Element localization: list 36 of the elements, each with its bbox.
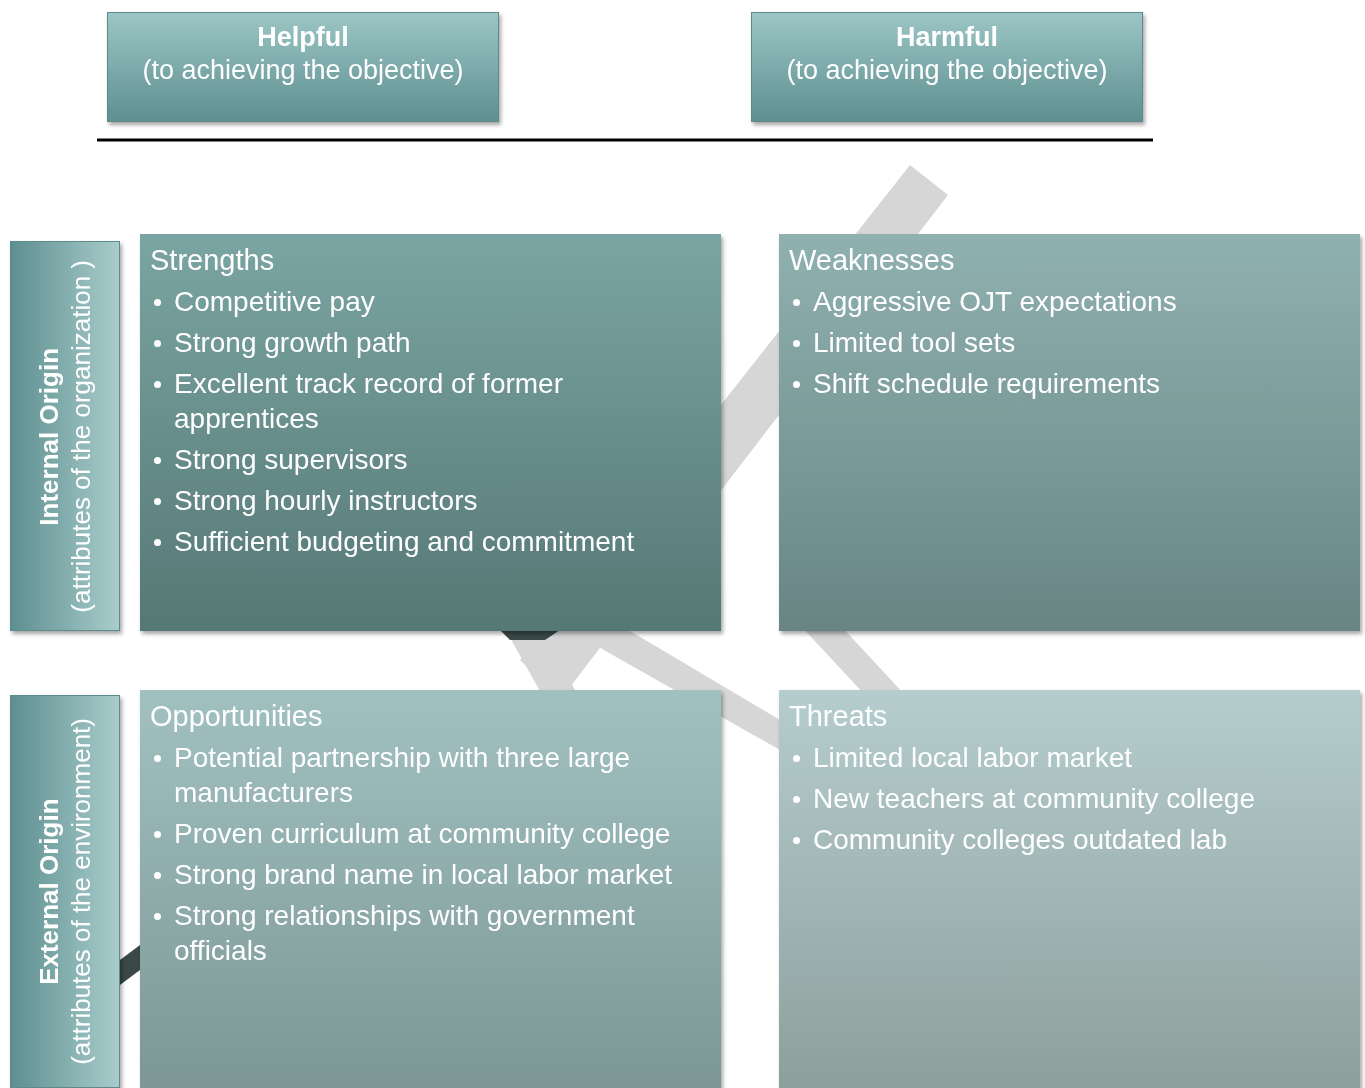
- list-item: Proven curriculum at community college: [174, 817, 672, 851]
- row-heading: Internal Origin: [33, 346, 65, 527]
- list-item: Strong supervisors: [174, 443, 409, 477]
- column-heading: Helpful: [256, 21, 350, 54]
- row-header-band: [10, 241, 120, 631]
- quadrant-panel: [140, 690, 721, 1088]
- list-item: Strong growth path: [174, 326, 412, 360]
- list-item: Strong hourly instructors: [174, 484, 479, 518]
- quadrant-panel: [779, 690, 1360, 1088]
- list-item: Potential partnership with three large manufacturers: [174, 741, 632, 810]
- list-item: Limited local labor market: [813, 741, 1134, 775]
- row-subtitle: (attributes of the organization ): [65, 259, 97, 613]
- list-item: New teachers at community college: [813, 782, 1256, 816]
- row-subtitle: (attributes of the environment): [65, 718, 97, 1065]
- column-header-box: [107, 12, 499, 122]
- list-item: Strong relationships with government officials: [174, 899, 636, 968]
- column-subtitle: (to achieving the objective): [785, 54, 1109, 87]
- column-subtitle: (to achieving the objective): [141, 54, 465, 87]
- quadrant-heading: Strengths: [150, 243, 276, 278]
- list-item: Strong brand name in local labor market: [174, 858, 674, 892]
- list-item: Aggressive OJT expectations: [813, 285, 1178, 319]
- list-item: Competitive pay: [174, 285, 376, 319]
- column-heading: Harmful: [895, 21, 999, 54]
- quadrant-panel: [779, 234, 1360, 631]
- row-header-band: [10, 695, 120, 1088]
- quadrant-heading: Opportunities: [150, 699, 324, 734]
- list-item: Sufficient budgeting and commitment: [174, 525, 636, 559]
- quadrant-heading: Threats: [789, 699, 889, 734]
- list-item: Excellent track record of former apprentices: [174, 367, 565, 436]
- quadrant-heading: Weaknesses: [789, 243, 956, 278]
- row-heading: External Origin: [33, 797, 65, 987]
- list-item: Limited tool sets: [813, 326, 1017, 360]
- quadrant-panel: [140, 234, 721, 631]
- column-header-box: [751, 12, 1143, 122]
- list-item: Shift schedule requirements: [813, 367, 1162, 401]
- list-item: Community colleges outdated lab: [813, 823, 1228, 857]
